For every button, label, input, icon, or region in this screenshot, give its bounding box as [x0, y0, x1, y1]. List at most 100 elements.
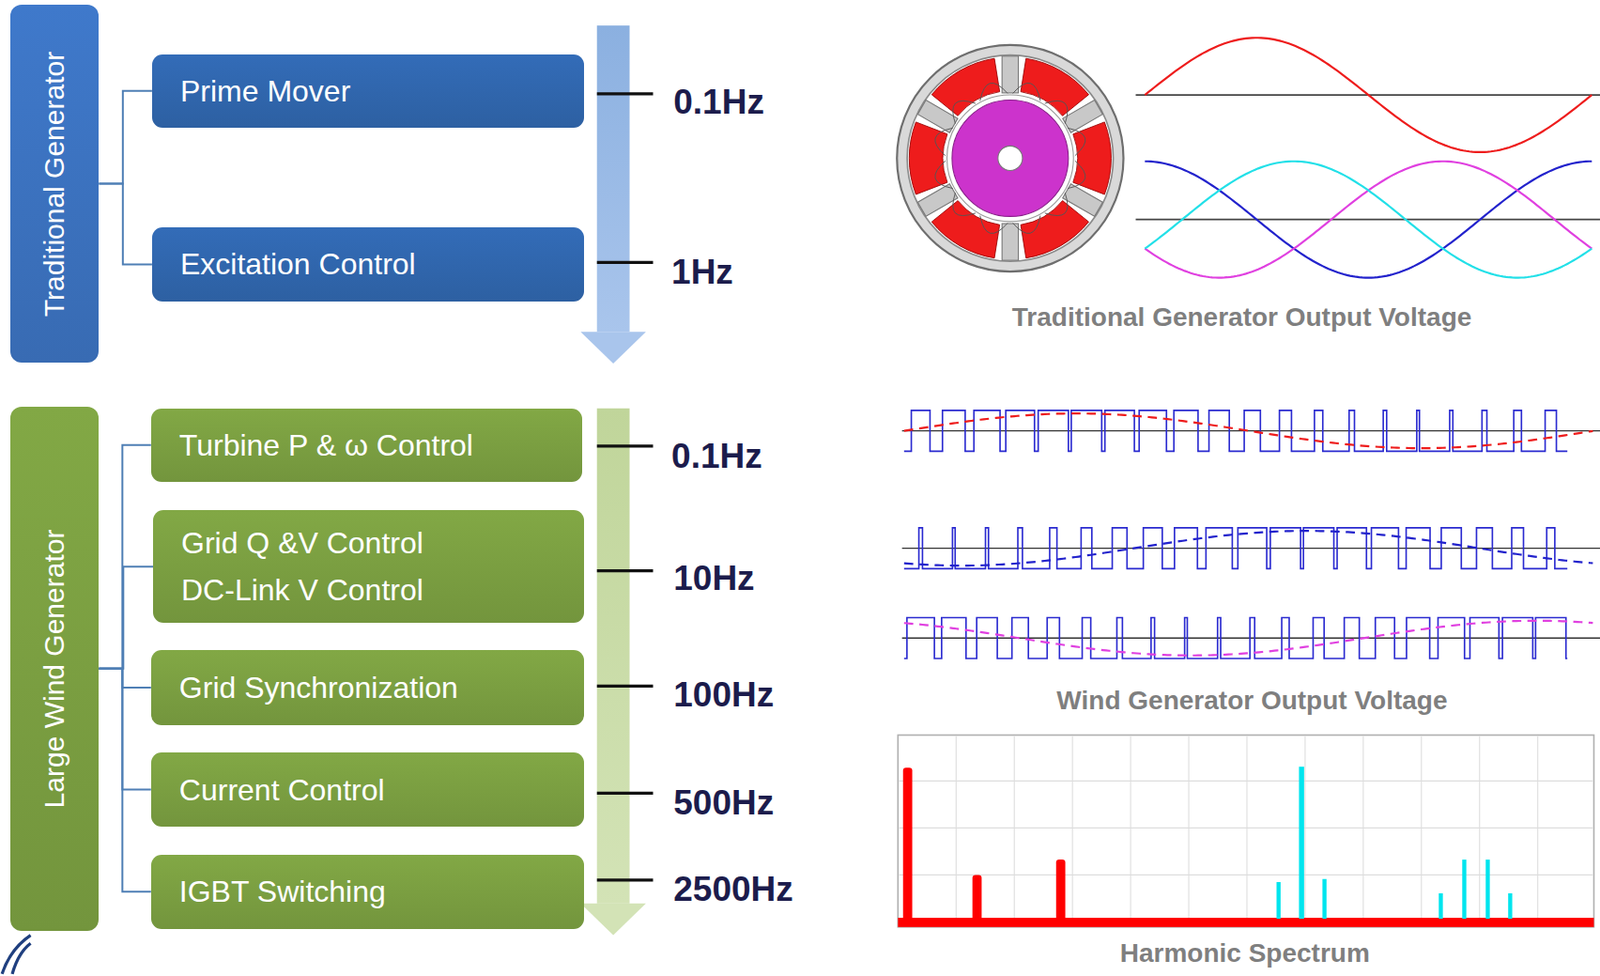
illustration-stroke [904, 620, 1594, 656]
tree-connector [98, 566, 154, 669]
group-band: Large Wind Generator [10, 406, 100, 932]
process-box: Turbine P & ω Control [151, 408, 583, 482]
box-label: Excitation Control [180, 245, 585, 283]
three-phase-sine-waves [1136, 37, 1600, 277]
band-title: Traditional Generator [38, 50, 71, 316]
illustration-stroke [1461, 859, 1466, 919]
scale-arrowhead [580, 903, 647, 936]
frequency-label: 500Hz [673, 783, 774, 823]
group-band: Traditional Generator [10, 4, 100, 362]
illustration-stroke [1144, 37, 1592, 277]
illustration-stroke [946, 94, 1074, 222]
tree-connector [98, 91, 153, 185]
illustration-stroke [1478, 736, 1480, 918]
logo-fragment [1, 935, 31, 974]
illustration-stroke [902, 430, 1600, 431]
illustration-stroke [955, 736, 957, 918]
process-box: Grid Synchronization [151, 649, 585, 724]
illustration-stroke [1144, 161, 1592, 278]
tree-connector [98, 668, 151, 688]
illustration-stroke [902, 637, 1600, 639]
illustration-stroke [597, 791, 654, 795]
illustration-stroke [1188, 736, 1190, 918]
tick-marks [597, 93, 654, 880]
illustration-stroke [1276, 881, 1281, 919]
band-title: Large Wind Generator [38, 528, 71, 808]
illustration-stroke [1, 935, 31, 974]
illustration-stroke [972, 874, 983, 923]
figure-caption: Traditional Generator Output Voltage [1012, 302, 1473, 333]
box-label: Turbine P & ω Control [179, 426, 583, 464]
generator-cross-section [896, 45, 1124, 272]
illustration-stroke [1420, 736, 1422, 918]
frequency-label: 0.1Hz [671, 436, 763, 477]
illustration-stroke [597, 684, 654, 688]
process-box: IGBT Switching [151, 854, 585, 929]
box-label: Grid Synchronization [179, 668, 585, 707]
box-label: Grid Q &V Control [181, 523, 585, 562]
tree-connector [98, 184, 153, 265]
scale-bar [597, 25, 631, 332]
illustration-stroke [1062, 184, 1104, 217]
illustration-stroke [1485, 859, 1490, 919]
frequency-label: 2500Hz [673, 869, 794, 909]
harmonic-spectrum-plot [897, 735, 1594, 927]
illustration-stroke [1362, 736, 1364, 918]
illustration-stroke [597, 261, 654, 264]
illustration-stroke [1001, 56, 1018, 93]
switching-harmonic-bars [1276, 766, 1513, 919]
illustration-stroke [897, 735, 1594, 927]
illustration-stroke [898, 827, 1593, 829]
illustration-stroke [1246, 736, 1247, 918]
frequency-label: 100Hz [673, 675, 774, 715]
illustration-stroke [1062, 100, 1104, 134]
illustration-stroke [1438, 892, 1443, 919]
illustration-stroke [1298, 766, 1304, 919]
illustration-stroke [917, 100, 958, 134]
frequency-label: 1Hz [671, 252, 734, 293]
illustration-stroke [896, 45, 1124, 272]
illustration-stroke [904, 530, 1594, 566]
illustration-stroke [1304, 736, 1306, 918]
illustration-stroke [902, 547, 1600, 549]
frequency-scale [580, 25, 653, 935]
illustration-stroke [908, 122, 948, 195]
illustration-stroke [952, 100, 1069, 217]
illustration-stroke [897, 917, 1594, 927]
illustration-stroke [597, 877, 654, 881]
illustration-stroke [917, 184, 958, 217]
illustration-stroke [1130, 736, 1132, 918]
scale-bar [597, 408, 631, 904]
process-box: Grid Q &V ControlDC-Link V Control [153, 509, 585, 623]
box-label: DC-Link V Control [181, 570, 585, 609]
frequency-label: 10Hz [673, 558, 754, 599]
illustration-stroke [1073, 122, 1112, 195]
figure-caption: Harmonic Spectrum [1120, 938, 1370, 969]
illustration-stroke [898, 780, 1593, 782]
process-box: Prime Mover [152, 54, 585, 128]
tree-connector [98, 668, 151, 790]
illustration-stroke [998, 145, 1023, 170]
box-label: IGBT Switching [179, 872, 585, 910]
illustration-stroke [1144, 37, 1592, 153]
illustration-stroke [1144, 161, 1592, 278]
figure-caption: Wind Generator Output Voltage [1056, 685, 1447, 716]
illustration-stroke [597, 92, 654, 95]
tree-connector [98, 445, 151, 669]
illustration-stroke [903, 767, 913, 923]
process-box: Excitation Control [152, 227, 585, 301]
illustration-stroke [597, 569, 654, 572]
pwm-waveforms [902, 410, 1600, 659]
illustration-stroke [1056, 859, 1066, 923]
frequency-label: 0.1Hz [673, 82, 765, 123]
scale-arrowhead [580, 331, 647, 364]
illustration-stroke [904, 527, 1568, 569]
illustration-stroke [907, 55, 1114, 262]
illustration-stroke [1136, 218, 1600, 221]
illustration-stroke [1072, 736, 1074, 918]
illustration-stroke [1014, 736, 1016, 918]
illustration-stroke [1537, 736, 1539, 918]
illustration-stroke [12, 942, 31, 974]
illustration-stroke [1144, 161, 1592, 278]
